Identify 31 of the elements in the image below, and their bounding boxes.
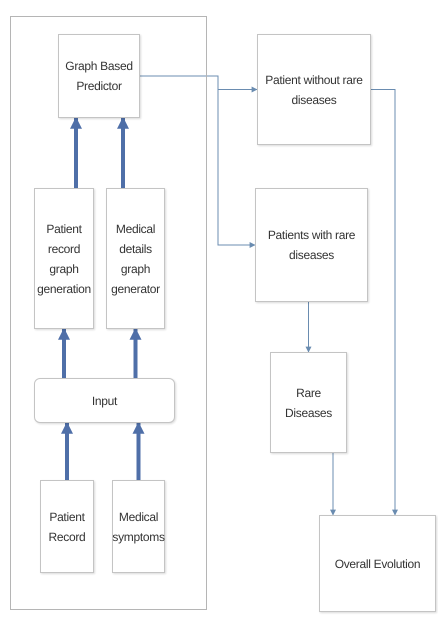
arrow bbox=[330, 452, 336, 516]
arrow bbox=[132, 422, 144, 480]
arrow bbox=[58, 328, 70, 378]
arrow bbox=[140, 76, 256, 248]
process-box bbox=[257, 34, 371, 145]
box-label: Medical details graph generator bbox=[111, 220, 160, 298]
box-label: Rare Diseases bbox=[284, 384, 333, 422]
process-box bbox=[34, 188, 94, 329]
box-label: Patient Record bbox=[48, 508, 86, 546]
box-label: Input bbox=[92, 392, 118, 410]
process-box bbox=[58, 34, 140, 118]
box-label: Patient record graph generation bbox=[37, 220, 91, 298]
arrow bbox=[370, 89, 398, 516]
box-label: Patients with rare diseases bbox=[266, 227, 356, 264]
process-box bbox=[106, 188, 165, 329]
box-label: Overall Evolution bbox=[334, 556, 420, 572]
process-box bbox=[40, 480, 94, 573]
arrow bbox=[117, 116, 129, 188]
arrow bbox=[61, 422, 73, 480]
arrow bbox=[130, 328, 142, 378]
process-box bbox=[112, 480, 165, 573]
process-box bbox=[270, 352, 347, 453]
arrow bbox=[306, 302, 312, 353]
process-box bbox=[255, 188, 368, 302]
process-box bbox=[34, 378, 175, 423]
container-box bbox=[10, 16, 207, 610]
arrow bbox=[70, 116, 82, 188]
box-label: Medical symptoms bbox=[112, 508, 165, 546]
process-box bbox=[319, 515, 436, 612]
box-label: Patient without rare diseases bbox=[264, 72, 364, 108]
box-label: Graph Based Predictor bbox=[64, 58, 134, 95]
